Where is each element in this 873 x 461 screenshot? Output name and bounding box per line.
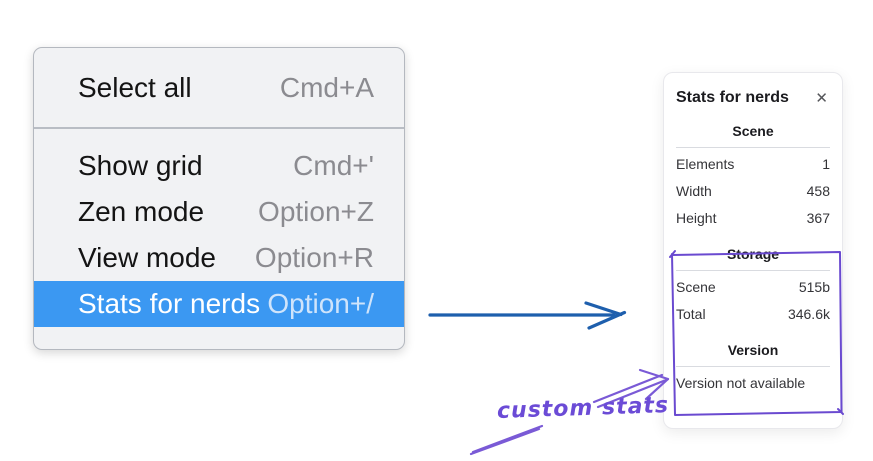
menu-item-show-grid[interactable]: Show grid Cmd+' [34, 143, 404, 189]
annotation-label: custom stats [496, 393, 670, 424]
menu-item-shortcut: Option+Z [258, 195, 374, 227]
section-divider [676, 366, 830, 367]
section-heading: Version [727, 342, 779, 358]
stat-row: Elements 1 [676, 151, 830, 178]
flow-arrow-icon [428, 301, 627, 330]
menu-item-shortcut: Cmd+' [293, 149, 374, 181]
menu-item-label: Show grid [78, 149, 203, 181]
menu-item-view-mode[interactable]: View mode Option+R [34, 235, 404, 281]
menu-section-bottom: Show grid Cmd+' Zen mode Option+Z View m… [34, 129, 404, 347]
stat-label: Height [676, 210, 717, 226]
section-divider [676, 147, 830, 148]
menu-item-shortcut: Option+R [254, 241, 374, 273]
version-note: Version not available [676, 375, 806, 391]
menu-section-top: Select all Cmd+A [34, 48, 404, 127]
section-heading: Storage [726, 246, 780, 262]
stats-section-version: Version Version not available [676, 341, 830, 397]
menu-item-label: View mode [78, 241, 217, 273]
stats-section-scene: Scene Elements 1 Width 458 Height 367 [676, 122, 830, 232]
section-divider [676, 270, 830, 271]
menu-item-label: Stats for nerds [78, 287, 261, 319]
section-heading: Scene [732, 123, 774, 139]
stat-label: Width [676, 183, 712, 199]
stat-value: 346.6k [787, 306, 830, 322]
stat-label: Total [676, 306, 706, 322]
stat-row: Height 367 [676, 205, 830, 232]
stat-label: Scene [676, 279, 716, 295]
stats-section-storage: Storage Scene 515b Total 346.6k [676, 245, 830, 328]
menu-divider [34, 127, 404, 129]
stat-value: 458 [806, 183, 830, 199]
menu-item-select-all[interactable]: Select all Cmd+A [34, 48, 404, 127]
menu-item-label: Zen mode [78, 195, 205, 227]
stat-row: Total 346.6k [676, 301, 830, 328]
menu-item-stats-for-nerds[interactable]: Stats for nerds Option+/ [34, 280, 404, 327]
stats-panel-title: Stats for nerds [676, 89, 789, 106]
context-menu: Select all Cmd+A Show grid Cmd+' Zen mod… [33, 47, 405, 350]
stat-label: Elements [676, 156, 735, 172]
stat-row: Scene 515b [676, 274, 830, 301]
menu-item-label: Select all [78, 71, 192, 103]
stat-value: 515b [798, 279, 830, 295]
stat-value: 367 [806, 210, 830, 226]
stats-panel: Stats for nerds ✕ Scene Elements 1 Width… [663, 72, 843, 429]
menu-item-zen-mode[interactable]: Zen mode Option+Z [34, 189, 404, 235]
stat-row: Width 458 [676, 178, 830, 205]
close-icon[interactable]: ✕ [815, 89, 828, 107]
stat-value: 1 [822, 156, 830, 172]
menu-item-shortcut: Option+/ [267, 287, 374, 319]
menu-item-shortcut: Cmd+A [279, 71, 374, 103]
stats-panel-header: Stats for nerds ✕ [676, 87, 830, 109]
